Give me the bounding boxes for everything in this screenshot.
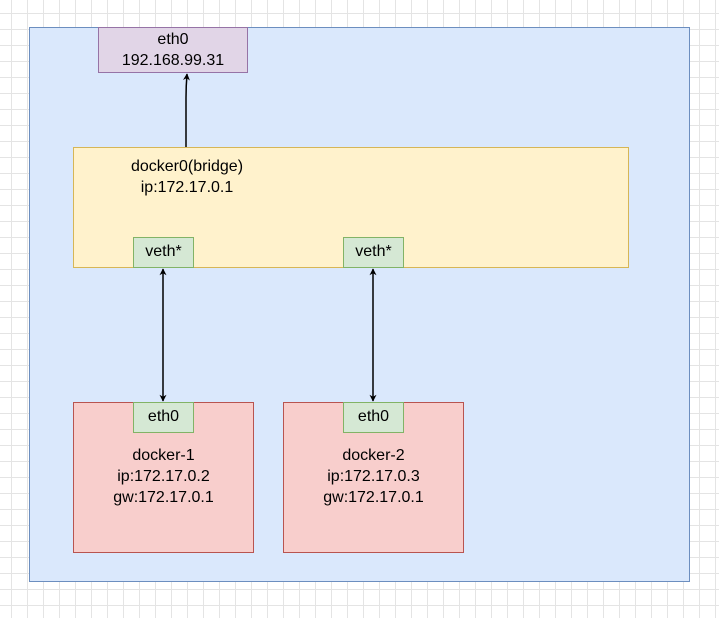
- container-2-eth0: eth0: [343, 402, 404, 433]
- host-eth0-name: eth0: [157, 31, 189, 48]
- veth-2: veth*: [343, 237, 404, 268]
- bridge-ip: ip:172.17.0.1: [140, 179, 234, 196]
- bridge-name: docker0(bridge): [130, 158, 244, 175]
- bridge-label: docker0(bridge) ip:172.17.0.1: [122, 156, 252, 198]
- container-docker-2-label: docker-2 ip:172.17.0.3 gw:172.17.0.1: [284, 445, 463, 508]
- container-name: docker-2: [342, 447, 405, 464]
- container-name: docker-1: [132, 447, 195, 464]
- container-ip: ip:172.17.0.2: [117, 468, 210, 485]
- container-gw: gw:172.17.0.1: [323, 489, 424, 506]
- container-ip: ip:172.17.0.3: [327, 468, 420, 485]
- container-docker-1-label: docker-1 ip:172.17.0.2 gw:172.17.0.1: [74, 445, 253, 508]
- host-eth0: eth0 192.168.99.31: [98, 27, 248, 73]
- container-1-eth0: eth0: [133, 402, 194, 433]
- container-gw: gw:172.17.0.1: [113, 489, 214, 506]
- host-eth0-ip: 192.168.99.31: [121, 52, 225, 69]
- veth-1: veth*: [133, 237, 194, 268]
